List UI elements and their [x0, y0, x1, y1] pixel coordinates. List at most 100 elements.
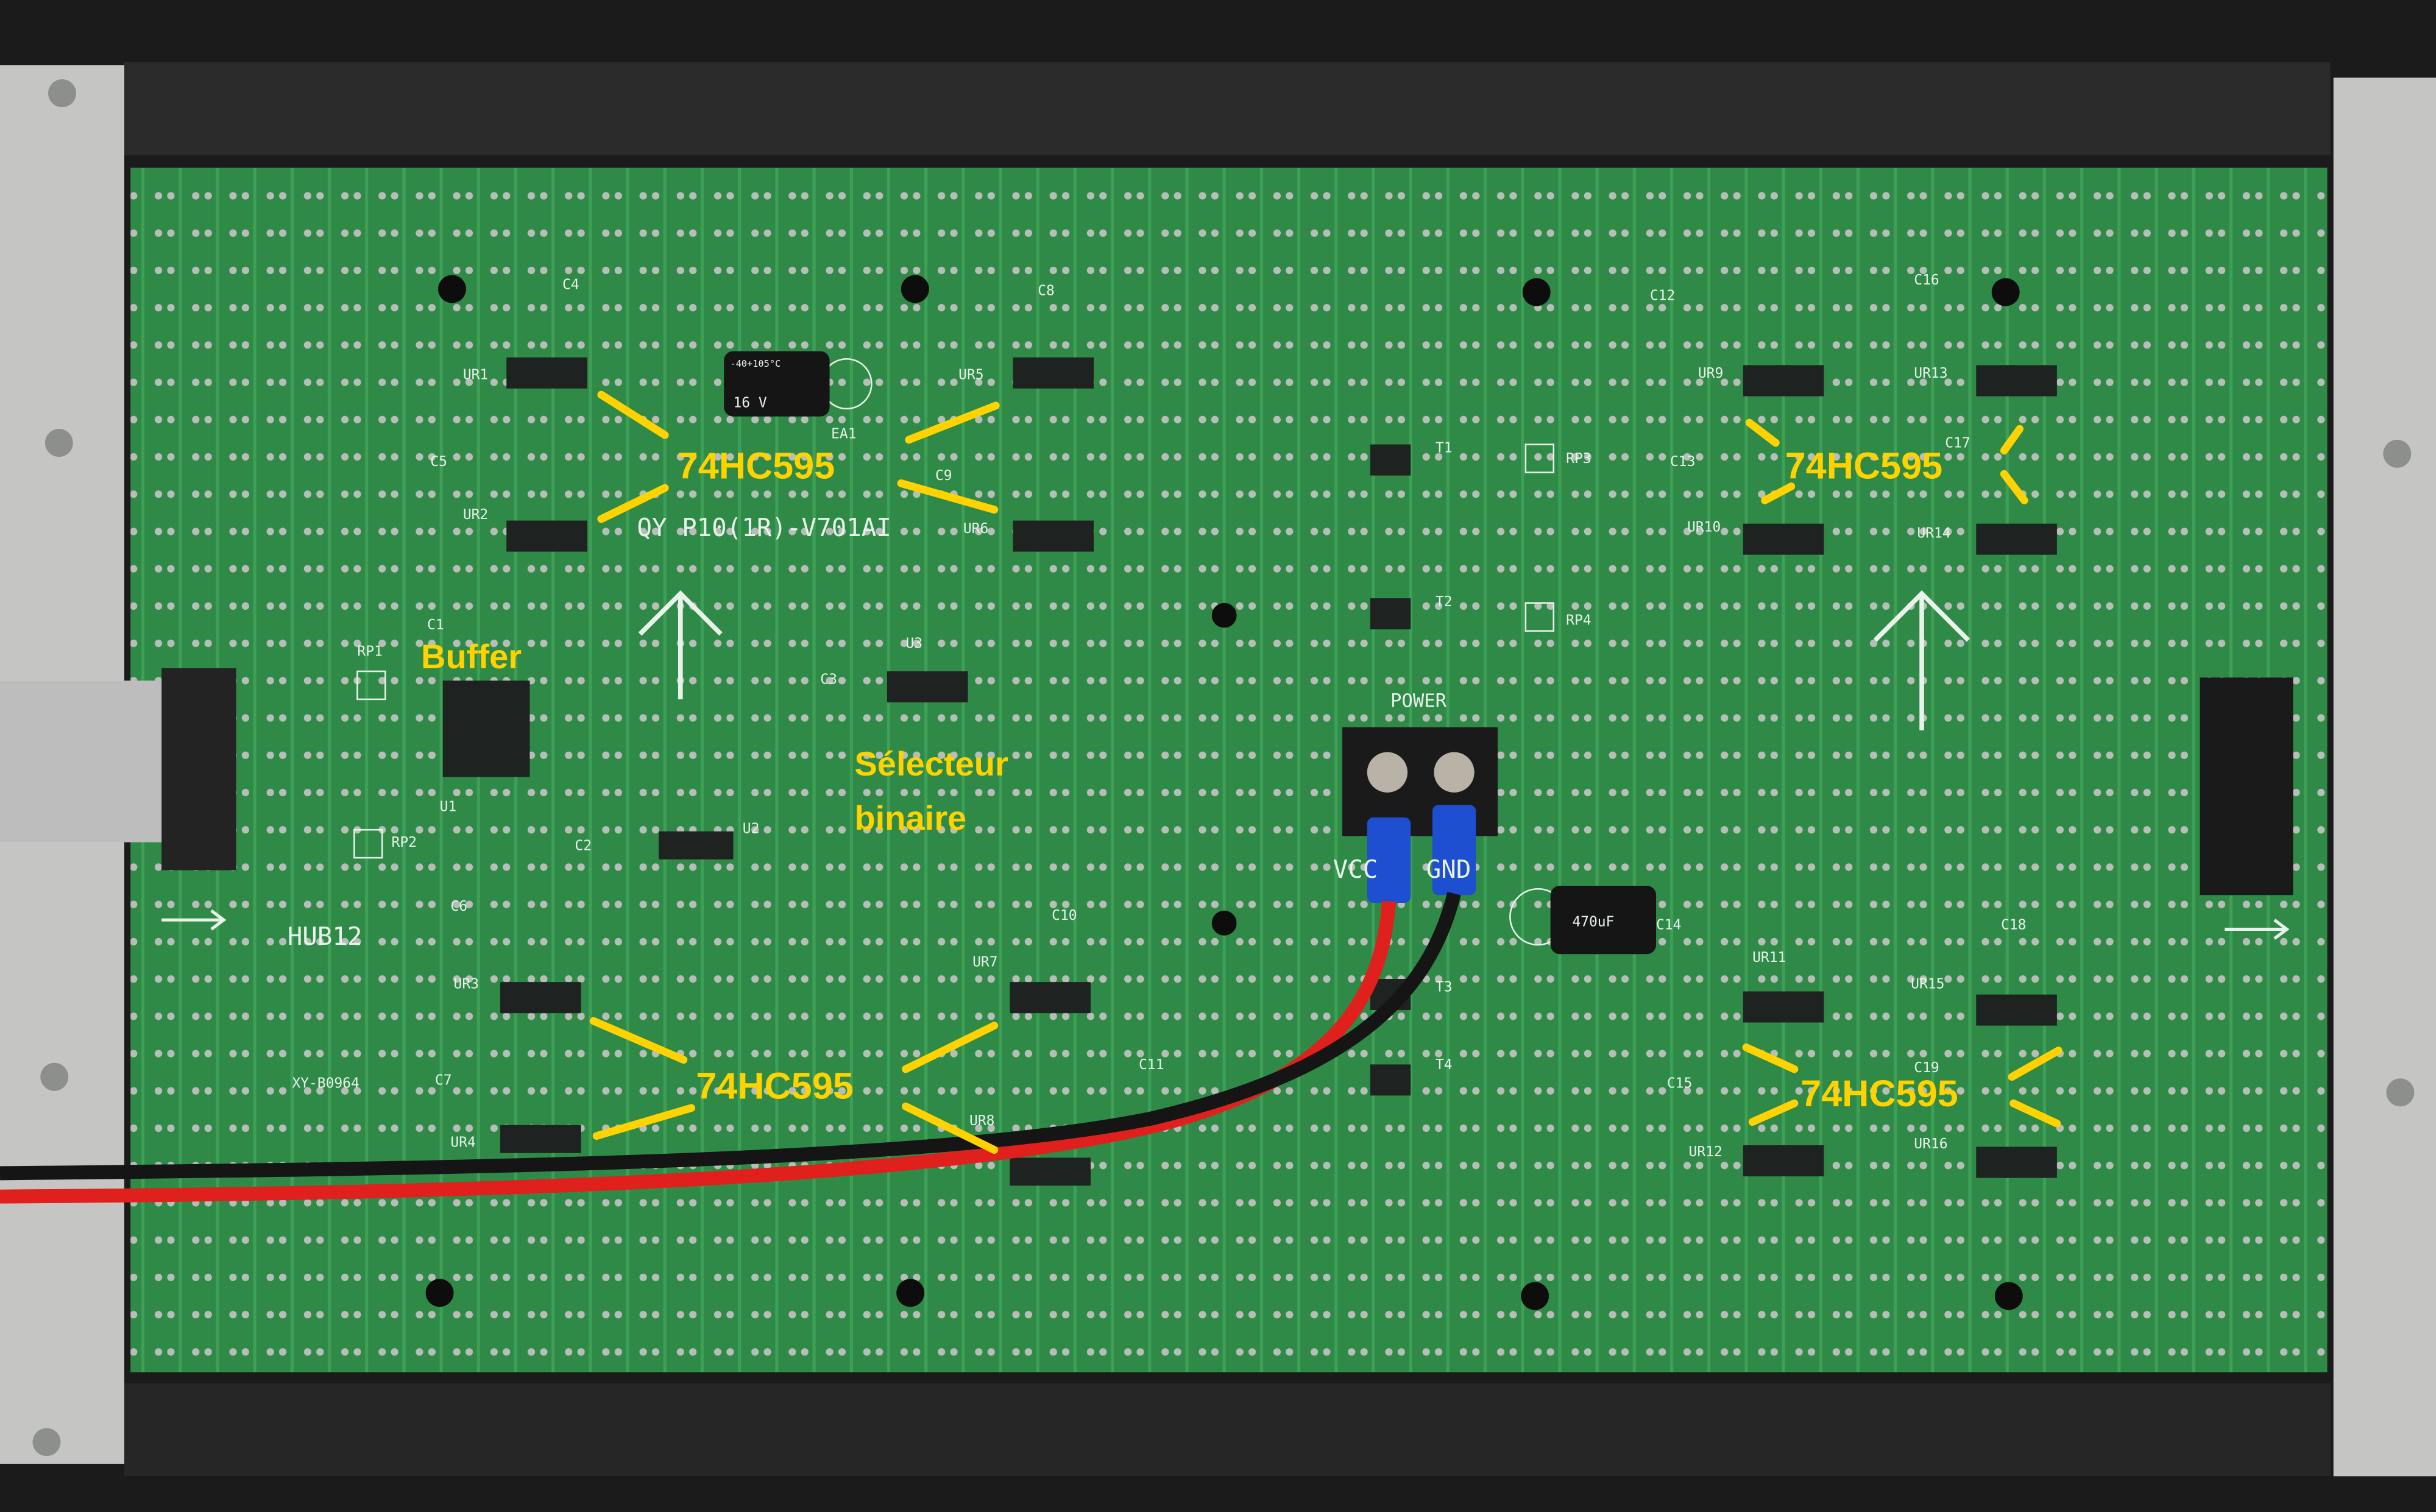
svg-text:RP2: RP2 — [392, 835, 417, 850]
hub12-label: HUB12 — [288, 922, 363, 951]
wire-black — [0, 892, 1461, 1181]
svg-text:C9: C9 — [935, 468, 952, 484]
svg-text:RP1: RP1 — [357, 643, 382, 659]
svg-text:C19: C19 — [1914, 1060, 1939, 1076]
screw-icon — [2386, 1078, 2415, 1107]
svg-text:C2: C2 — [575, 838, 592, 853]
right-bracket — [2333, 77, 2436, 1477]
chip-ur6: UR6 — [963, 520, 1094, 552]
chip-ur3: UR3 — [454, 976, 581, 1014]
svg-text:C18: C18 — [2001, 917, 2026, 933]
chip-ur12: UR12 — [1689, 1144, 1824, 1177]
ribbon-cable — [0, 668, 236, 871]
svg-text:C16: C16 — [1914, 272, 1939, 288]
svg-text:C7: C7 — [435, 1073, 452, 1089]
annotation-74hc595-bottom-right: 74HC595 — [1800, 1073, 1958, 1114]
chip-ur11: UR11 — [1743, 950, 1824, 1023]
chip-u2: U2 — [659, 821, 760, 860]
svg-text:C3: C3 — [820, 671, 837, 687]
svg-text:UR12: UR12 — [1689, 1144, 1723, 1160]
svg-text:C17: C17 — [1945, 436, 1970, 451]
chip-u1-buffer: U1 — [440, 680, 530, 815]
board-code-label: XY-B0964 — [292, 1076, 359, 1092]
svg-text:UR1: UR1 — [463, 367, 488, 383]
svg-text:UR16: UR16 — [1914, 1136, 1947, 1152]
electrolytic-capacitor-ea1: 16 V -40+105°C EA1 — [724, 351, 873, 442]
resistor-packs: RP1 RP2 RP3 RP4 — [353, 443, 1592, 859]
screw-icon — [2383, 439, 2412, 468]
chip-ur14: UR14 — [1917, 523, 2057, 555]
svg-text:EA1: EA1 — [831, 426, 856, 442]
annotation-buffer: Buffer — [421, 637, 522, 676]
svg-text:C1: C1 — [427, 617, 444, 633]
svg-text:T3: T3 — [1436, 979, 1453, 995]
svg-text:UR8: UR8 — [969, 1113, 994, 1129]
vcc-label: VCC — [1333, 855, 1378, 884]
arrow-right-icon — [161, 909, 2290, 940]
svg-text:C4: C4 — [562, 277, 579, 292]
svg-text:T1: T1 — [1436, 440, 1453, 456]
chip-ur7: UR7 — [972, 955, 1091, 1014]
svg-text:UR15: UR15 — [1911, 976, 1944, 992]
annotation-74hc595-top-right: 74HC595 — [1785, 445, 1942, 487]
chip-ur15: UR15 — [1911, 976, 2057, 1026]
svg-text:C6: C6 — [450, 899, 467, 914]
capacitor-labels: C1 C2 C3 C4 C5 C6 C7 C8 C9 C10 C11 C12 C… — [427, 272, 2026, 1092]
svg-text:-40+105°C: -40+105°C — [730, 358, 781, 369]
enclosure-rail-top — [124, 62, 2331, 156]
svg-text:C15: C15 — [1667, 1076, 1692, 1092]
svg-text:U1: U1 — [440, 799, 457, 815]
svg-text:470uF: 470uF — [1572, 914, 1614, 930]
svg-text:C5: C5 — [430, 454, 447, 470]
svg-text:UR6: UR6 — [963, 521, 988, 537]
annotation-rays — [589, 390, 2062, 1154]
svg-text:UR14: UR14 — [1917, 526, 1950, 542]
chip-ur5: UR5 — [958, 357, 1094, 389]
screw-icon — [40, 1062, 69, 1091]
svg-text:C8: C8 — [1038, 283, 1055, 299]
chip-ur9: UR9 — [1698, 365, 1824, 397]
board-model-label: QY P10(1R)-V701AI — [637, 513, 891, 542]
svg-text:UR9: UR9 — [1698, 366, 1723, 381]
annotation-74hc595-bottom-left: 74HC595 — [696, 1065, 853, 1106]
transistors: T1 T2 T3 T4 — [1370, 440, 1453, 1096]
annotation-selector-line2: binaire — [854, 799, 966, 837]
svg-text:C14: C14 — [1656, 917, 1681, 933]
arrow-up-icon — [638, 590, 1970, 730]
svg-text:RP4: RP4 — [1566, 612, 1591, 628]
gnd-label: GND — [1426, 855, 1471, 884]
electrolytic-capacitor-c14: 470uF — [1509, 885, 1657, 955]
svg-text:UR7: UR7 — [972, 955, 997, 970]
chip-ur4: UR4 — [450, 1125, 581, 1153]
svg-text:C10: C10 — [1052, 908, 1077, 924]
chip-ur16: UR16 — [1914, 1136, 2057, 1178]
svg-text:UR10: UR10 — [1687, 519, 1721, 535]
chip-ur13: UR13 — [1914, 365, 2057, 397]
svg-text:UR3: UR3 — [454, 976, 479, 992]
svg-text:16 V: 16 V — [733, 395, 767, 411]
svg-text:C12: C12 — [1650, 288, 1675, 303]
chip-ur8: UR8 — [969, 1113, 1091, 1186]
enclosure-rail-bottom — [124, 1383, 2331, 1477]
chip-ur2: UR2 — [463, 507, 587, 552]
svg-text:U3: U3 — [906, 636, 923, 652]
svg-text:UR13: UR13 — [1914, 366, 1947, 381]
shift-register-chips: UR1 UR2 UR3 UR4 UR5 UR6 UR7 UR8 UR9 UR10… — [450, 357, 2057, 1186]
svg-text:C13: C13 — [1670, 454, 1695, 470]
wire-red — [0, 900, 1396, 1204]
hub12-output-connector — [2200, 677, 2293, 896]
power-label: POWER — [1390, 691, 1447, 712]
screw-icon — [48, 79, 76, 108]
svg-text:C11: C11 — [1139, 1057, 1164, 1073]
svg-text:UR5: UR5 — [958, 367, 983, 383]
screw-icon — [32, 1428, 61, 1457]
svg-text:T4: T4 — [1436, 1057, 1453, 1073]
annotation-selector-line1: Sélecteur — [854, 744, 1008, 783]
svg-text:UR4: UR4 — [450, 1135, 475, 1151]
svg-text:U2: U2 — [743, 821, 760, 836]
power-terminal-block — [1342, 727, 1498, 903]
chip-ur10: UR10 — [1687, 519, 1824, 555]
mounting-holes — [425, 275, 2023, 1310]
svg-text:RP3: RP3 — [1566, 451, 1591, 467]
